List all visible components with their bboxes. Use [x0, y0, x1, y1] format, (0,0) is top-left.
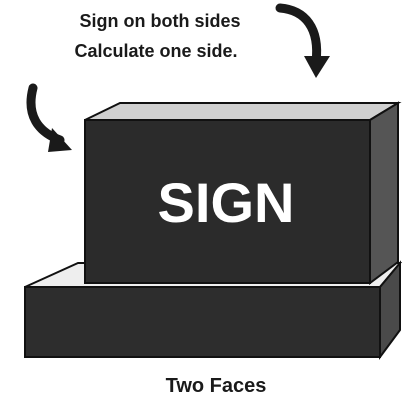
- sign-text: SIGN: [158, 171, 295, 234]
- caption: Two Faces: [166, 375, 267, 397]
- note-line-1: Sign on both sides: [80, 11, 241, 31]
- sign-top: [85, 103, 398, 120]
- sign-block: SIGN: [85, 103, 398, 283]
- base-front: [25, 287, 380, 357]
- note-line-2: Calculate one side.: [74, 41, 237, 61]
- curved-arrow-right-icon: [31, 88, 72, 152]
- sign-side: [370, 103, 398, 283]
- curved-arrow-down-icon: [280, 8, 330, 78]
